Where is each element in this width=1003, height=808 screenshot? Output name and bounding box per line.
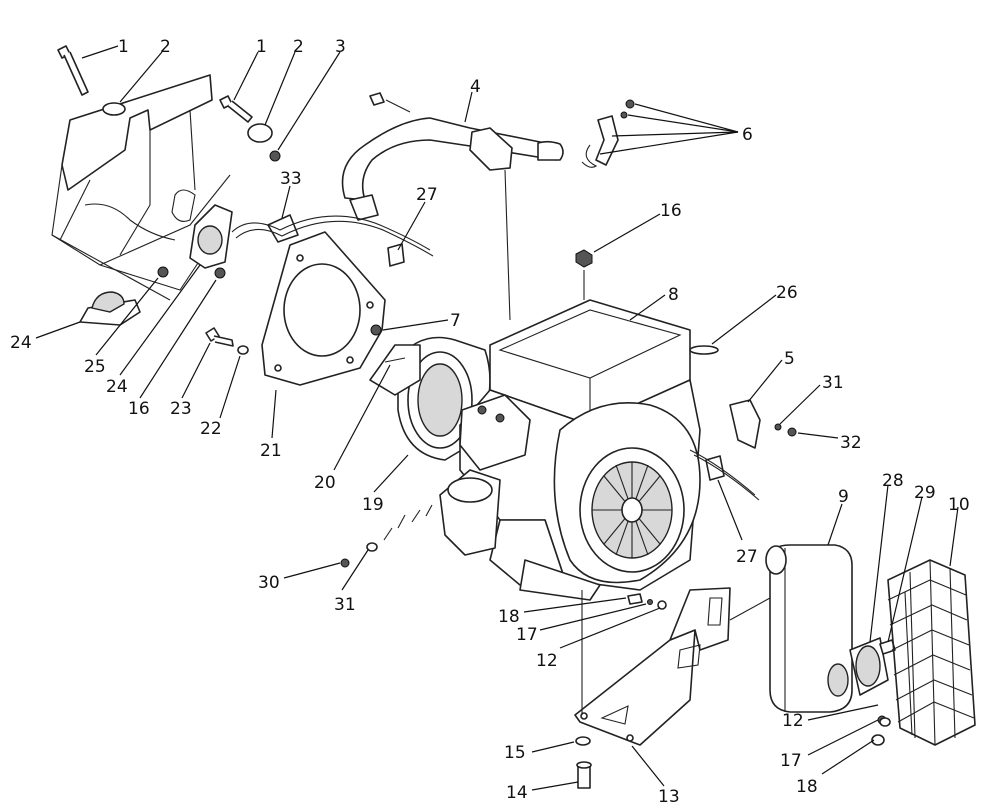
screw-part-32 bbox=[787, 427, 797, 437]
nut-part-25 bbox=[157, 266, 169, 278]
callout-1b: 1 bbox=[256, 37, 267, 57]
muffler-bracket-part-13 bbox=[574, 587, 731, 746]
callout-19: 19 bbox=[362, 495, 384, 515]
callout-15: 15 bbox=[504, 743, 526, 763]
callout-26: 26 bbox=[776, 283, 798, 303]
callout-23: 23 bbox=[170, 399, 192, 419]
callout-17b: 17 bbox=[780, 751, 802, 771]
callout-4: 4 bbox=[470, 77, 481, 97]
callout-6: 6 bbox=[742, 125, 753, 145]
callout-21: 21 bbox=[260, 441, 282, 461]
leader-lines bbox=[35, 45, 959, 791]
starter-hardware-parts-30-31 bbox=[340, 504, 433, 568]
hardware-upper-center bbox=[219, 95, 281, 162]
callout-16a: 16 bbox=[660, 201, 682, 221]
callout-18b: 18 bbox=[796, 777, 818, 797]
gasket-part-26 bbox=[689, 345, 719, 355]
callout-20: 20 bbox=[314, 473, 336, 493]
callout-2b: 2 bbox=[293, 37, 304, 57]
callout-10: 10 bbox=[948, 495, 970, 515]
muffler-guard-part-10 bbox=[871, 559, 976, 746]
connector-part-27-upper bbox=[387, 243, 405, 267]
exhaust-pipe-part-4 bbox=[341, 92, 564, 221]
washer-part-2-center bbox=[247, 123, 273, 143]
isolator-mount-part-24 bbox=[189, 204, 233, 269]
callout-22: 22 bbox=[200, 419, 222, 439]
callout-33: 33 bbox=[280, 169, 302, 189]
callout-28: 28 bbox=[882, 471, 904, 491]
washer-part-22 bbox=[237, 345, 249, 355]
callout-32: 32 bbox=[840, 433, 862, 453]
adapter-ring-part-19 bbox=[397, 336, 491, 461]
nut-part-7 bbox=[370, 324, 382, 336]
nut-part-3 bbox=[269, 150, 281, 162]
callout-1a: 1 bbox=[118, 37, 129, 57]
callout-7: 7 bbox=[450, 311, 461, 331]
bracket-fasteners bbox=[575, 593, 667, 789]
flange-part-28 bbox=[849, 637, 889, 696]
wire-clamp-part-33 bbox=[231, 214, 434, 257]
bolt-part-1 bbox=[57, 45, 89, 96]
callout-31b: 31 bbox=[334, 595, 356, 615]
callout-9: 9 bbox=[838, 487, 849, 507]
callout-29: 29 bbox=[914, 483, 936, 503]
washer-part-31-right bbox=[774, 423, 782, 431]
callout-2a: 2 bbox=[160, 37, 171, 57]
callout-31a: 31 bbox=[822, 373, 844, 393]
callout-30: 30 bbox=[258, 573, 280, 593]
callout-25: 25 bbox=[84, 357, 106, 377]
callout-16b: 16 bbox=[128, 399, 150, 419]
mounting-bracket-assembly bbox=[51, 45, 233, 326]
callout-12b: 12 bbox=[782, 711, 804, 731]
callout-17a: 17 bbox=[516, 625, 538, 645]
adapter-plate-part-21 bbox=[261, 231, 386, 386]
callout-13: 13 bbox=[658, 787, 680, 807]
callout-24b: 24 bbox=[106, 377, 128, 397]
connector-part-27-lower bbox=[689, 449, 760, 501]
callout-27b: 27 bbox=[736, 547, 758, 567]
callout-12a: 12 bbox=[536, 651, 558, 671]
engine-part-8 bbox=[439, 299, 701, 601]
bracket-part-5 bbox=[729, 399, 761, 449]
callout-8: 8 bbox=[668, 285, 679, 305]
callout-27a: 27 bbox=[416, 185, 438, 205]
nut-part-16-left bbox=[214, 267, 226, 279]
muffler-part-9 bbox=[765, 544, 853, 713]
coupling-part-20 bbox=[369, 344, 421, 396]
callout-3: 3 bbox=[335, 37, 346, 57]
callout-5: 5 bbox=[784, 349, 795, 369]
callout-18a: 18 bbox=[498, 607, 520, 627]
callout-labels: 1 2 1 2 3 4 6 33 27 16 8 26 7 24 25 24 1… bbox=[10, 37, 970, 807]
callout-14: 14 bbox=[506, 783, 528, 803]
assembly-centerlines bbox=[504, 169, 771, 715]
callout-24a: 24 bbox=[10, 333, 32, 353]
nut-part-16-top bbox=[575, 249, 593, 268]
washer-part-2 bbox=[102, 102, 126, 116]
clamp-hardware-part-6 bbox=[581, 99, 635, 168]
mount-part-24-lower bbox=[79, 291, 141, 326]
bolt-part-23 bbox=[205, 327, 234, 347]
